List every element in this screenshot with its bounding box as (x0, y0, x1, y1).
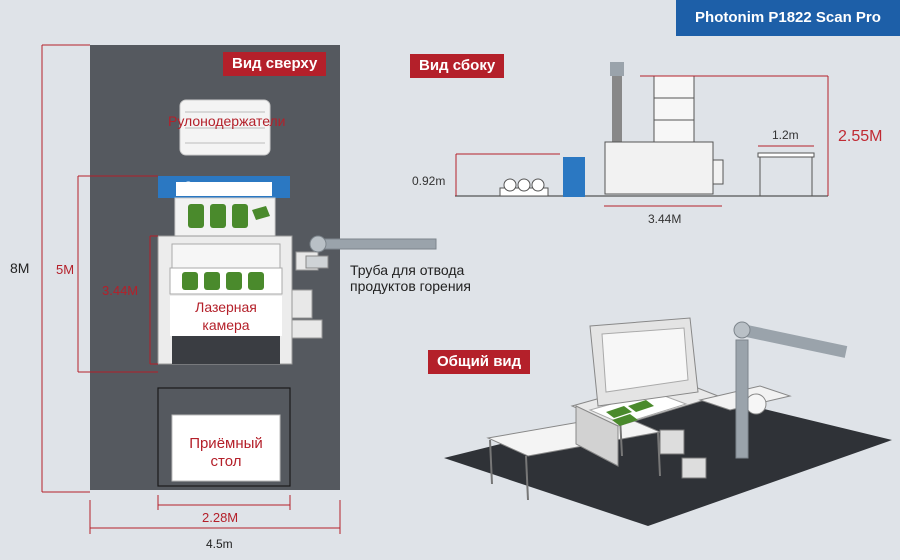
dim-45m: 4.5m (206, 537, 233, 551)
brand-banner: Photonim P1822 Scan Pro (676, 0, 900, 36)
top-view-label: Вид сверху (223, 52, 327, 76)
dim-8m: 8M (10, 260, 30, 276)
receiving-table-line1: Приёмный (189, 435, 263, 452)
fabric-pieces-feed (188, 204, 270, 228)
dim-344-side: 3.44M (648, 212, 682, 226)
feed-zone-label: Зона подачи (184, 178, 266, 194)
roll-holders-shape (179, 99, 271, 156)
exhaust-pipe-top (305, 235, 437, 269)
dim-228: 2.28M (202, 510, 239, 525)
laser-chamber-label: Лазерная камера (170, 296, 282, 336)
side-view-drawing (455, 62, 828, 197)
receiving-table-outline (157, 387, 291, 487)
dimension-lines-top (41, 44, 341, 534)
general-view-drawing (444, 317, 892, 526)
dim-344-top: 3.44M (102, 283, 139, 298)
side-view-label: Вид сбоку (410, 54, 505, 78)
laser-chamber-line1: Лазерная (195, 299, 257, 315)
dim-092: 0.92m (412, 174, 446, 188)
general-view-label: Общий вид (428, 350, 531, 374)
roll-holders-label: Рулонодержатели (168, 113, 286, 129)
exhaust-pipe-line1: Труба для отвода (350, 262, 465, 278)
dim-12: 1.2m (772, 128, 799, 142)
laser-chamber-line2: камера (202, 317, 250, 333)
receiving-table-line2: стол (210, 453, 242, 470)
exhaust-pipe-label: Труба для отвода продуктов горения (350, 262, 471, 294)
receiving-table-label: Приёмный стол (172, 435, 280, 471)
exhaust-pipe-line2: продуктов горения (350, 278, 471, 294)
dimension-lines-side (455, 75, 829, 207)
side-feed-block (563, 157, 585, 197)
dim-5m: 5M (56, 262, 75, 277)
receiving-table-shape (171, 414, 281, 482)
dim-255: 2.55M (838, 128, 883, 145)
